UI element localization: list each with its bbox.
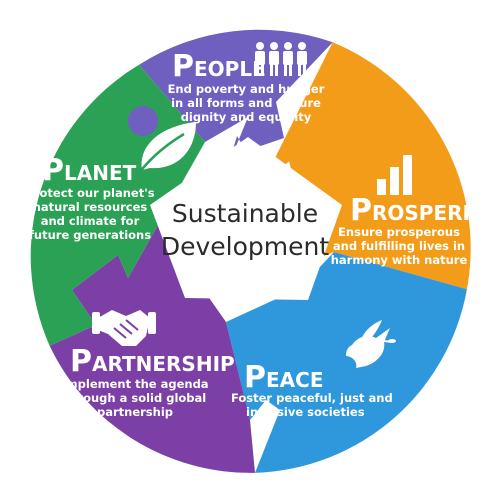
people-knob (128, 106, 158, 136)
planet-title: PLANET (42, 153, 137, 188)
prosperity-knob (303, 121, 333, 151)
planet-knob (105, 198, 135, 228)
planet-desc-3: and climate for (41, 214, 140, 228)
center-line-2: Development (161, 232, 329, 261)
partnership-desc-1: Implement the agenda (61, 377, 208, 391)
bar-chart-icon (377, 155, 412, 195)
planet-desc-4: future generations (29, 228, 151, 242)
partnership-desc-3: partnership (97, 405, 173, 419)
partnership-desc-2: through a solid global (64, 391, 207, 405)
prosperity-desc-2: and fulfilling lives in (333, 239, 465, 253)
center-line-1: Sustainable (172, 199, 318, 228)
people-desc-2: in all forms and ensure (171, 96, 321, 110)
people-icon (255, 42, 307, 76)
peace-desc-1: Foster peaceful, just and (231, 391, 393, 405)
partnership-title: PARTNERSHIP (70, 344, 235, 379)
peace-segment (226, 252, 467, 473)
handshake-icon (92, 310, 156, 346)
prosperity-title: PROSPERITY (350, 193, 499, 228)
peace-desc-2: inclusive societies (246, 405, 365, 419)
dove-icon (346, 320, 396, 368)
center-pentagon (150, 137, 342, 300)
prosperity-desc-1: Ensure prosperous (338, 225, 460, 239)
peace-title: PEACE (244, 360, 323, 395)
partnership-segment (49, 225, 255, 473)
people-title: PEOPLE (172, 49, 266, 84)
leaf-icon (132, 122, 196, 181)
planet-desc-2: natural resources (33, 200, 148, 214)
people-desc-1: End poverty and hunger (168, 82, 325, 96)
prosperity-desc-3: harmony with nature (331, 253, 468, 267)
planet-desc-1: Protect our planet's (25, 186, 154, 200)
people-desc-3: dignity and equality (181, 110, 312, 124)
partnership-knob (166, 323, 196, 353)
